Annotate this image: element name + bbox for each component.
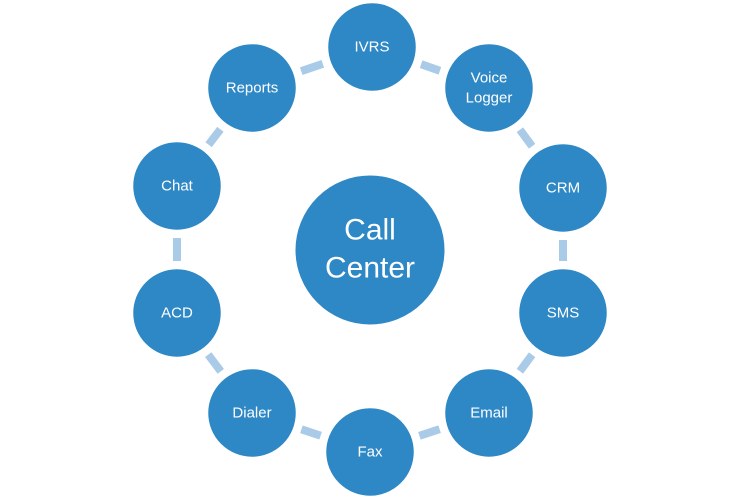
- node-reports: Reports: [205, 41, 299, 135]
- connector-dialer-acd: [204, 352, 225, 374]
- node-email: Email: [442, 366, 536, 460]
- connector-ivrs-voice-logger: [419, 60, 442, 75]
- node-circle-chat: [130, 139, 224, 233]
- node-dialer: Dialer: [205, 366, 299, 460]
- node-label-email: Email: [470, 405, 508, 422]
- node-chat: Chat: [130, 139, 224, 233]
- node-label-voice-logger-line-2: Logger: [466, 90, 513, 107]
- connector-fax-dialer: [300, 425, 322, 440]
- node-circle-email: [442, 366, 536, 460]
- center-circle: [292, 172, 448, 328]
- center-node-call-center: Call Center: [292, 172, 448, 328]
- node-circle-dialer: [205, 366, 299, 460]
- center-label-line-1: Call: [344, 214, 396, 247]
- node-circle-voice-logger: [442, 41, 536, 135]
- node-circle-crm: [516, 141, 610, 235]
- node-label-ivrs: IVRS: [354, 39, 389, 56]
- node-circle-acd: [130, 266, 224, 360]
- node-sms: SMS: [516, 266, 610, 360]
- node-label-reports: Reports: [226, 80, 279, 97]
- node-circle-sms: [516, 266, 610, 360]
- node-label-voice-logger-line-1: Voice: [471, 70, 508, 87]
- center-label-line-2: Center: [325, 252, 415, 285]
- node-ivrs: IVRS: [325, 0, 419, 94]
- connector-voice-logger-crm: [516, 127, 536, 149]
- node-crm: CRM: [516, 141, 610, 235]
- node-label-sms: SMS: [547, 305, 580, 322]
- node-acd: ACD: [130, 266, 224, 360]
- connectors: [173, 60, 567, 440]
- node-label-chat: Chat: [161, 178, 194, 195]
- node-label-dialer: Dialer: [232, 405, 271, 422]
- connector-sms-email: [516, 352, 536, 374]
- node-label-fax: Fax: [357, 444, 383, 461]
- node-label-acd: ACD: [161, 305, 193, 322]
- node-circle-fax: [323, 405, 417, 499]
- node-fax: Fax: [323, 405, 417, 499]
- node-circle-ivrs: [325, 0, 419, 94]
- connector-email-fax: [418, 425, 441, 440]
- node-label-crm: CRM: [546, 180, 580, 197]
- connector-reports-ivrs: [299, 60, 325, 75]
- connector-chat-reports: [205, 126, 224, 148]
- node-circle-reports: [205, 41, 299, 135]
